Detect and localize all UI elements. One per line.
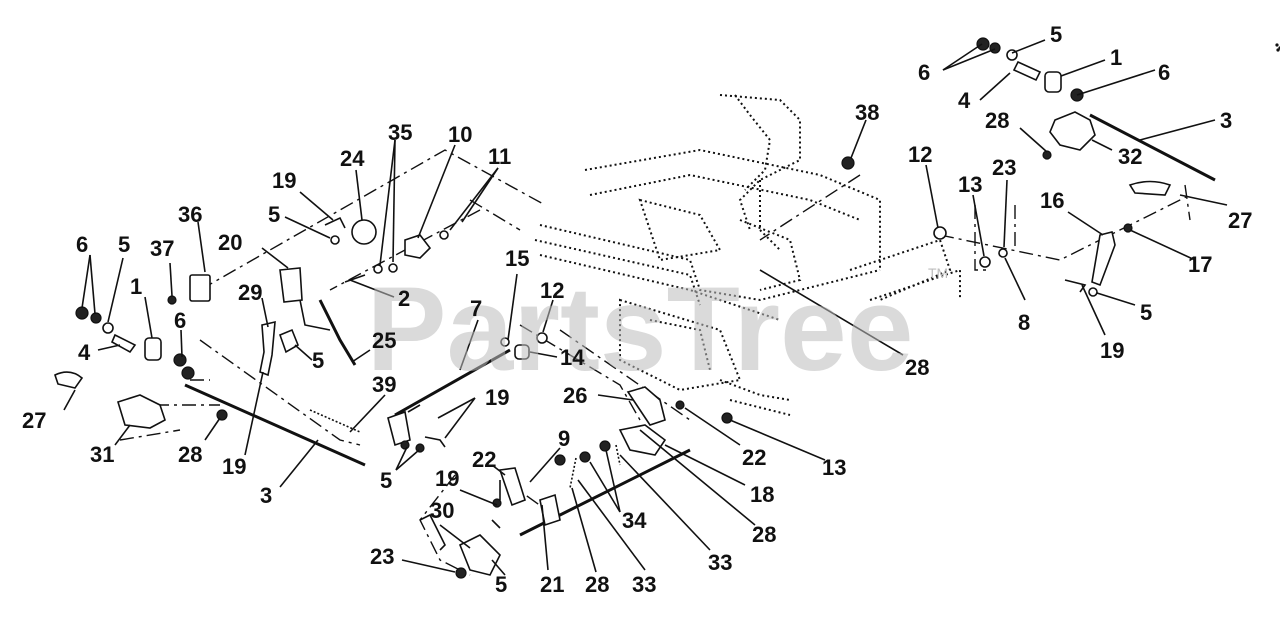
callout-23: 23	[370, 544, 394, 569]
parts	[54, 37, 1280, 579]
callout-16: 16	[1040, 188, 1064, 213]
callout-3: 3	[1220, 108, 1232, 133]
callout-19: 19	[272, 168, 296, 193]
callout-37: 37	[150, 236, 174, 261]
assembly-centerlines	[119, 149, 1191, 576]
callout-20: 20	[218, 230, 242, 255]
callout-22: 22	[742, 445, 766, 470]
callout-28: 28	[905, 355, 929, 380]
callout-12: 12	[908, 142, 932, 167]
callout-27: 27	[1228, 208, 1252, 233]
callout-36: 36	[178, 202, 202, 227]
callout-28: 28	[178, 442, 202, 467]
callout-4: 4	[958, 88, 971, 113]
callout-14: 14	[560, 345, 585, 370]
callout-28: 28	[985, 108, 1009, 133]
callout-22: 22	[472, 447, 496, 472]
callout-17: 17	[1188, 252, 1212, 277]
callout-29: 29	[238, 280, 262, 305]
callout-30: 30	[430, 498, 454, 523]
callout-21: 21	[540, 572, 564, 597]
callout-18: 18	[750, 482, 774, 507]
frame-chassis	[534, 94, 961, 416]
callout-5: 5	[1140, 300, 1152, 325]
callout-8: 8	[1018, 310, 1030, 335]
callout-31: 31	[90, 442, 114, 467]
rod-25	[318, 299, 357, 366]
callout-2: 2	[398, 286, 410, 311]
leader-lines	[63, 39, 1228, 576]
callout-13: 13	[822, 455, 846, 480]
watermark-trademark: TM	[928, 265, 948, 281]
callout-34: 34	[622, 508, 647, 533]
callout-13: 13	[958, 172, 982, 197]
callout-5: 5	[118, 232, 130, 257]
callout-1: 1	[1110, 45, 1122, 70]
watermark: PartsTree	[366, 262, 913, 396]
callout-11: 11	[488, 144, 511, 169]
callout-3: 3	[260, 483, 272, 508]
callout-28: 28	[585, 572, 609, 597]
callout-33: 33	[708, 550, 732, 575]
callout-labels: 6 5 1 6 4 28 3 32 38 12 23 13 16 17 27 8…	[22, 22, 1252, 597]
callout-32: 32	[1118, 144, 1142, 169]
callout-1: 1	[130, 274, 142, 299]
callout-5: 5	[495, 572, 507, 597]
callout-24: 24	[340, 146, 365, 171]
callout-25: 25	[372, 328, 396, 353]
callout-10: 10	[448, 122, 472, 147]
callout-27: 27	[22, 408, 46, 433]
callout-7: 7	[470, 296, 482, 321]
callout-19: 19	[485, 385, 509, 410]
callout-38: 38	[855, 100, 879, 125]
rod-7	[394, 348, 511, 417]
callout-5: 5	[268, 202, 280, 227]
rod-3-right	[1089, 113, 1216, 182]
callout-6: 6	[174, 308, 186, 333]
callout-28: 28	[752, 522, 776, 547]
callout-26: 26	[563, 383, 587, 408]
callout-23: 23	[992, 155, 1016, 180]
callout-6: 6	[918, 60, 930, 85]
callout-39: 39	[372, 372, 396, 397]
callout-33: 33	[632, 572, 656, 597]
rod-3-left	[184, 383, 366, 467]
callout-15: 15	[505, 246, 529, 271]
callout-5: 5	[380, 468, 392, 493]
callout-9: 9	[558, 426, 570, 451]
callout-19: 19	[1100, 338, 1124, 363]
callout-5: 5	[1050, 22, 1062, 47]
callout-19: 19	[435, 466, 459, 491]
callout-4: 4	[78, 340, 91, 365]
spring-39	[309, 409, 361, 433]
callout-19: 19	[222, 454, 246, 479]
callout-12: 12	[540, 278, 564, 303]
callout-6: 6	[1158, 60, 1170, 85]
callout-35: 35	[388, 120, 412, 145]
callout-5: 5	[312, 348, 324, 373]
callout-6: 6	[76, 232, 88, 257]
